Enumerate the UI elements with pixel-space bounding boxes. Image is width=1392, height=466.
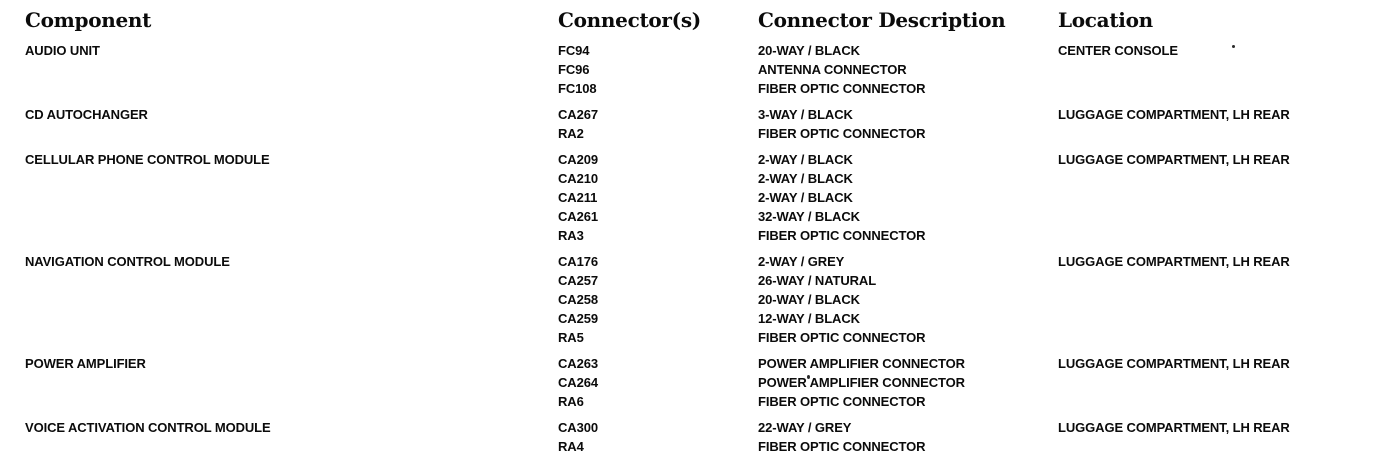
scan-artifact-dot	[1232, 45, 1235, 48]
connector-id: CA176	[558, 254, 598, 269]
connector-description-list: 22-WAY / GREY FIBER OPTIC CONNECTOR	[758, 418, 1058, 456]
component-name: AUDIO UNIT	[25, 43, 100, 58]
column-header-component: Component	[25, 8, 152, 32]
connector-id: CA300	[558, 420, 598, 435]
column-header-location: Location	[1058, 8, 1153, 32]
connector-id: CA258	[558, 292, 598, 307]
connector-id: RA4	[558, 439, 584, 454]
location-value: LUGGAGE COMPARTMENT, LH REAR	[1058, 254, 1290, 269]
connector-id: RA2	[558, 126, 584, 141]
connector-description: FIBER OPTIC CONNECTOR	[758, 228, 926, 243]
connector-description: 32-WAY / BLACK	[758, 209, 860, 224]
connector-id: CA263	[558, 356, 598, 371]
connector-description: 2-WAY / GREY	[758, 254, 845, 269]
location-value: LUGGAGE COMPARTMENT, LH REAR	[1058, 420, 1290, 435]
connector-description-list: 3-WAY / BLACK FIBER OPTIC CONNECTOR	[758, 105, 1058, 143]
location-value: LUGGAGE COMPARTMENT, LH REAR	[1058, 356, 1290, 371]
connector-id: CA209	[558, 152, 598, 167]
connector-id: CA211	[558, 190, 598, 205]
connector-description-list: 2-WAY / GREY 26-WAY / NATURAL 20-WAY / BLA…	[758, 252, 1058, 347]
component-name: NAVIGATION CONTROL MODULE	[25, 254, 230, 269]
connector-id: RA5	[558, 330, 584, 345]
connector-description: 26-WAY / NATURAL	[758, 273, 877, 288]
connector-table: Component Connector(s) Connector Descrip…	[25, 8, 1385, 463]
connector-description: 2-WAY / BLACK	[758, 190, 853, 205]
connector-id: FC94	[558, 43, 590, 58]
connector-id: CA257	[558, 273, 598, 288]
connector-description: 20-WAY / BLACK	[758, 43, 860, 58]
connector-id: CA267	[558, 107, 598, 122]
component-name: VOICE ACTIVATION CONTROL MODULE	[25, 420, 271, 435]
connector-description: FIBER OPTIC CONNECTOR	[758, 439, 926, 454]
location-value: LUGGAGE COMPARTMENT, LH REAR	[1058, 152, 1290, 167]
component-name: CD AUTOCHANGER	[25, 107, 148, 122]
connector-description: 2-WAY / BLACK	[758, 152, 853, 167]
connector-description: 12-WAY / BLACK	[758, 311, 860, 326]
connector-id: CA264	[558, 375, 598, 390]
connector-description: 22-WAY / GREY	[758, 420, 852, 435]
connector-description: ANTENNA CONNECTOR	[758, 62, 907, 77]
connector-id: CA259	[558, 311, 598, 326]
connector-id: CA261	[558, 209, 598, 224]
location-value: CENTER CONSOLE	[1058, 43, 1178, 58]
scan-artifact-dot	[807, 375, 810, 379]
connector-description: FIBER OPTIC CONNECTOR	[758, 81, 926, 96]
connector-description-list: 2-WAY / BLACK 2-WAY / BLACK 2-WAY / BLACK 3…	[758, 150, 1058, 245]
connector-description: 20-WAY / BLACK	[758, 292, 860, 307]
component-name: CELLULAR PHONE CONTROL MODULE	[25, 152, 270, 167]
connector-id: FC108	[558, 81, 597, 96]
component-name: POWER AMPLIFIER	[25, 356, 146, 371]
connector-description-list: 20-WAY / BLACK ANTENNA CONNECTOR FIBER OPT…	[758, 41, 1058, 98]
connector-id: CA210	[558, 171, 598, 186]
connector-description: POWER AMPLIFIER CONNECTOR	[758, 375, 965, 390]
connector-description: FIBER OPTIC CONNECTOR	[758, 126, 926, 141]
connector-description: 3-WAY / BLACK	[758, 107, 853, 122]
connector-description: 2-WAY / BLACK	[758, 171, 853, 186]
connector-description: FIBER OPTIC CONNECTOR	[758, 330, 926, 345]
connector-description-list: POWER AMPLIFIER CONNECTOR POWER AMPLIFIER…	[758, 354, 1058, 411]
connector-id: RA6	[558, 394, 584, 409]
column-header-connector-description: Connector Description	[758, 8, 1006, 32]
connector-description: POWER AMPLIFIER CONNECTOR	[758, 356, 965, 371]
table-header-row: Component Connector(s) Connector Descrip…	[25, 8, 1385, 32]
connector-description: FIBER OPTIC CONNECTOR	[758, 394, 926, 409]
connector-id: FC96	[558, 62, 590, 77]
column-header-connectors: Connector(s)	[558, 8, 701, 32]
connector-id: RA3	[558, 228, 584, 243]
location-value: LUGGAGE COMPARTMENT, LH REAR	[1058, 107, 1290, 122]
